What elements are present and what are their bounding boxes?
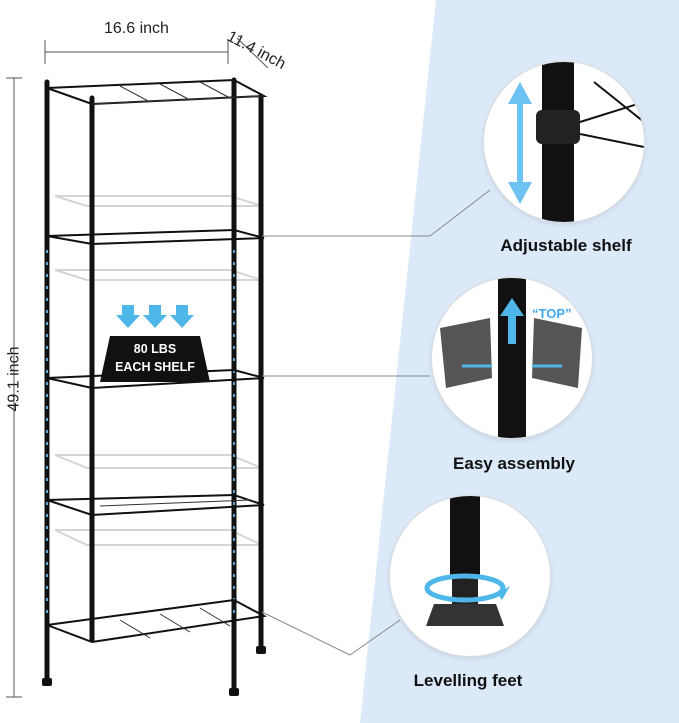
- load-capacity-badge: [100, 336, 210, 382]
- adjustable-shelf-detail: [484, 62, 644, 222]
- load-capacity-text: 80 LBS EACH SHELF: [100, 340, 210, 376]
- load-line-1: 80 LBS: [133, 342, 177, 356]
- feature-caption-assembly: Easy assembly: [453, 454, 575, 473]
- load-line-2: EACH SHELF: [115, 360, 195, 374]
- rotate-arrow-icon: [424, 573, 510, 603]
- easy-assembly-detail: [432, 278, 592, 438]
- connector-clip-icon: [462, 298, 562, 368]
- height-dimension-label: 49.1 inch: [5, 346, 23, 412]
- feature-caption-adjustable: Adjustable shelf: [500, 236, 632, 255]
- width-dimension-label: 16.6 inch: [104, 20, 169, 37]
- up-down-arrow-icon: [508, 82, 532, 204]
- top-tag-label: “TOP”: [532, 306, 572, 321]
- feature-caption-feet: Levelling feet: [413, 671, 523, 690]
- levelling-feet-detail: [390, 496, 550, 656]
